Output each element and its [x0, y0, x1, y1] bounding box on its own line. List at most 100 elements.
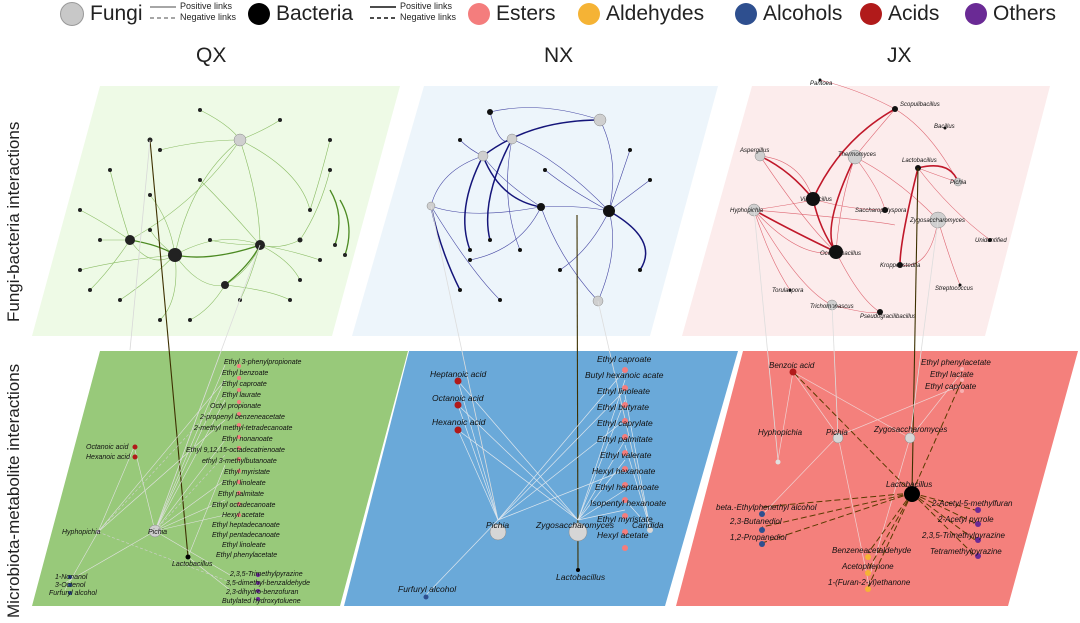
- jx-pichia-node: [832, 432, 844, 444]
- bacteria-positive-label: Positive links: [400, 1, 453, 11]
- jx-alcohol-label: 1,2-Propanediol: [730, 533, 787, 542]
- nx-acid-label: Octanoic acid: [432, 393, 484, 403]
- qx-other-label: 2,3,5-Trimethylpyrazine: [229, 571, 303, 578]
- jx-label: Oceanobacillus: [820, 251, 861, 257]
- fungi-positive-label: Positive links: [180, 1, 233, 11]
- qx-bottom-panel: [32, 351, 408, 606]
- jx-microbe-label: Hyphopichia: [758, 428, 803, 437]
- legend-bacteria: Bacteria: [248, 2, 353, 26]
- jx-lactobacillus-node: [904, 486, 920, 502]
- qx-metabolite-label: 2-methyl methyl-tetradecanoate: [193, 425, 293, 432]
- cross-panel-links: [129, 139, 939, 571]
- qx-metabolite-label: Ethyl myristate: [224, 469, 270, 476]
- legend-fungi-label: Fungi: [90, 2, 143, 25]
- nx-lactobacillus-node: [576, 568, 580, 572]
- fungi-negative-label: Negative links: [180, 12, 237, 22]
- jx-label: Thermomyces: [838, 152, 876, 158]
- jx-other-label: Tetramethylpyrazine: [930, 547, 1002, 556]
- nx-top-strong-edges: [430, 119, 647, 291]
- jx-bottom-network: [761, 371, 976, 591]
- jx-other-label: 2-Acetyl pyrrole: [937, 515, 994, 524]
- jx-label: Scopulibacillus: [900, 102, 940, 108]
- nx-alcohol-label: Furfuryl alcohol: [398, 584, 457, 594]
- jx-ester-label: Ethyl lactate: [930, 370, 974, 379]
- nx-ester-label: Ethyl linoleate: [597, 386, 650, 396]
- nx-ester-label: Hexyl hexanoate: [592, 466, 656, 476]
- jx-other-label: 2-Acetyl-5-methylfuran: [931, 499, 1013, 508]
- jx-label: Pichia: [950, 180, 967, 186]
- jx-microbe-label: Lactobacillus: [886, 480, 932, 489]
- jx-bottom-dashed: [761, 371, 976, 588]
- qx-pichia-node: [148, 524, 162, 538]
- qx-metabolite-label: Ethyl 3-phenylpropionate: [224, 359, 302, 366]
- dashed-line-icon: [150, 16, 176, 19]
- jx-other-dots: [975, 507, 981, 559]
- jx-label: Streptococcus: [935, 286, 973, 292]
- solid-line-icon: [150, 5, 176, 8]
- qx-bottom-dashed: [97, 394, 231, 583]
- legend-acids-label: Acids: [888, 2, 940, 25]
- jx-label: Torulaspora: [772, 288, 804, 294]
- qx-metabolite-label: 2-propenyl benzeneacetate: [199, 414, 285, 421]
- qx-alcohol-dots: [68, 575, 72, 595]
- jx-microbe-label: Pichia: [826, 428, 848, 437]
- qx-top-network: [78, 108, 350, 322]
- legend-alcohols-label: Alcohols: [763, 2, 843, 25]
- legend-esters-label: Esters: [496, 2, 556, 25]
- legend-fungi: Fungi: [60, 2, 143, 26]
- qx-metabolite-label: Ethyl nonanoate: [222, 436, 273, 443]
- nx-ester-label: Ethyl caproate: [597, 354, 652, 364]
- qx-ester-dots: [237, 364, 241, 517]
- qx-acid-dot: [132, 454, 138, 460]
- qx-metabolite-label: Ethyl palmitate: [218, 491, 264, 498]
- nx-bottom-panel: [344, 351, 738, 606]
- qx-metabolite-label: Ethyl caproate: [222, 381, 267, 388]
- jx-ester-dots: [960, 367, 964, 393]
- jx-label: Unidentified: [975, 238, 1007, 244]
- jx-hyphopichia-node: [775, 459, 781, 465]
- jx-aldehyde-label: Acetophenone: [841, 562, 894, 571]
- column-title-nx: NX: [544, 44, 574, 67]
- nx-top-edges: [430, 107, 651, 302]
- bacteria-negative-label: Negative links: [400, 12, 457, 22]
- nx-zygosaccharomyces-node: [568, 522, 588, 542]
- jx-benzoic-acid-dot: [789, 368, 797, 376]
- jx-top-nodes: [747, 78, 992, 315]
- qx-microbe-label: Hyphopichia: [62, 529, 101, 536]
- esters-node-icon: [468, 3, 490, 25]
- qx-metabolite-label: Hexyl acetate: [222, 512, 265, 519]
- column-title-jx: JX: [887, 44, 912, 67]
- nx-ester-label: Butyl hexanoic acate: [585, 370, 664, 380]
- qx-microbe-label: Lactobacillus: [172, 561, 213, 568]
- dashed-line-icon: [370, 16, 396, 19]
- qx-top-nodes: [78, 108, 347, 322]
- nx-microbe-label: Pichia: [486, 520, 509, 530]
- qx-acid-label: Hexanoic acid: [86, 454, 131, 461]
- nx-bottom-edges: [425, 369, 651, 596]
- qx-other-label: 2,3-dihydro-benzofuran: [225, 589, 298, 596]
- qx-alcohol-label: 1-Nonanol: [55, 574, 88, 581]
- jx-alcohol-label: 2,3-Butanediol: [729, 517, 782, 526]
- qx-metabolite-label: Ethyl octadecanoate: [212, 502, 276, 509]
- qx-microbe-label: Pichia: [148, 529, 167, 536]
- qx-metabolite-label: Ethyl benzoate: [222, 370, 268, 377]
- nx-microbe-label: Lactobacillus: [556, 572, 606, 582]
- nx-top-network: [426, 107, 652, 307]
- qx-other-label: Butylated hydroxytoluene: [222, 598, 301, 605]
- legend-aldehydes-label: Aldehydes: [606, 2, 705, 25]
- jx-zygosaccharomyces-node: [904, 432, 916, 444]
- qx-metabolite-label: Ethyl heptadecanoate: [212, 522, 280, 529]
- jx-aldehyde-dots: [865, 554, 871, 592]
- nx-ester-label: Ethyl heptanoate: [595, 482, 659, 492]
- jx-aldehyde-label: Benzeneacetaldehyde: [832, 546, 912, 555]
- column-title-qx: QX: [196, 44, 227, 67]
- qx-acid-dot: [132, 444, 138, 450]
- qx-metabolite-label: Ethyl phenylacetate: [216, 552, 277, 559]
- jx-label: Hyphopichia: [730, 208, 764, 214]
- acids-node-icon: [860, 3, 882, 25]
- nx-microbe-label: Zygosaccharomyces: [535, 520, 615, 530]
- qx-metabolite-label: Ethyl laurate: [222, 392, 261, 399]
- jx-bottom-labels: Benzoic acid Ethyl phenylacetate Ethyl l…: [716, 358, 1013, 587]
